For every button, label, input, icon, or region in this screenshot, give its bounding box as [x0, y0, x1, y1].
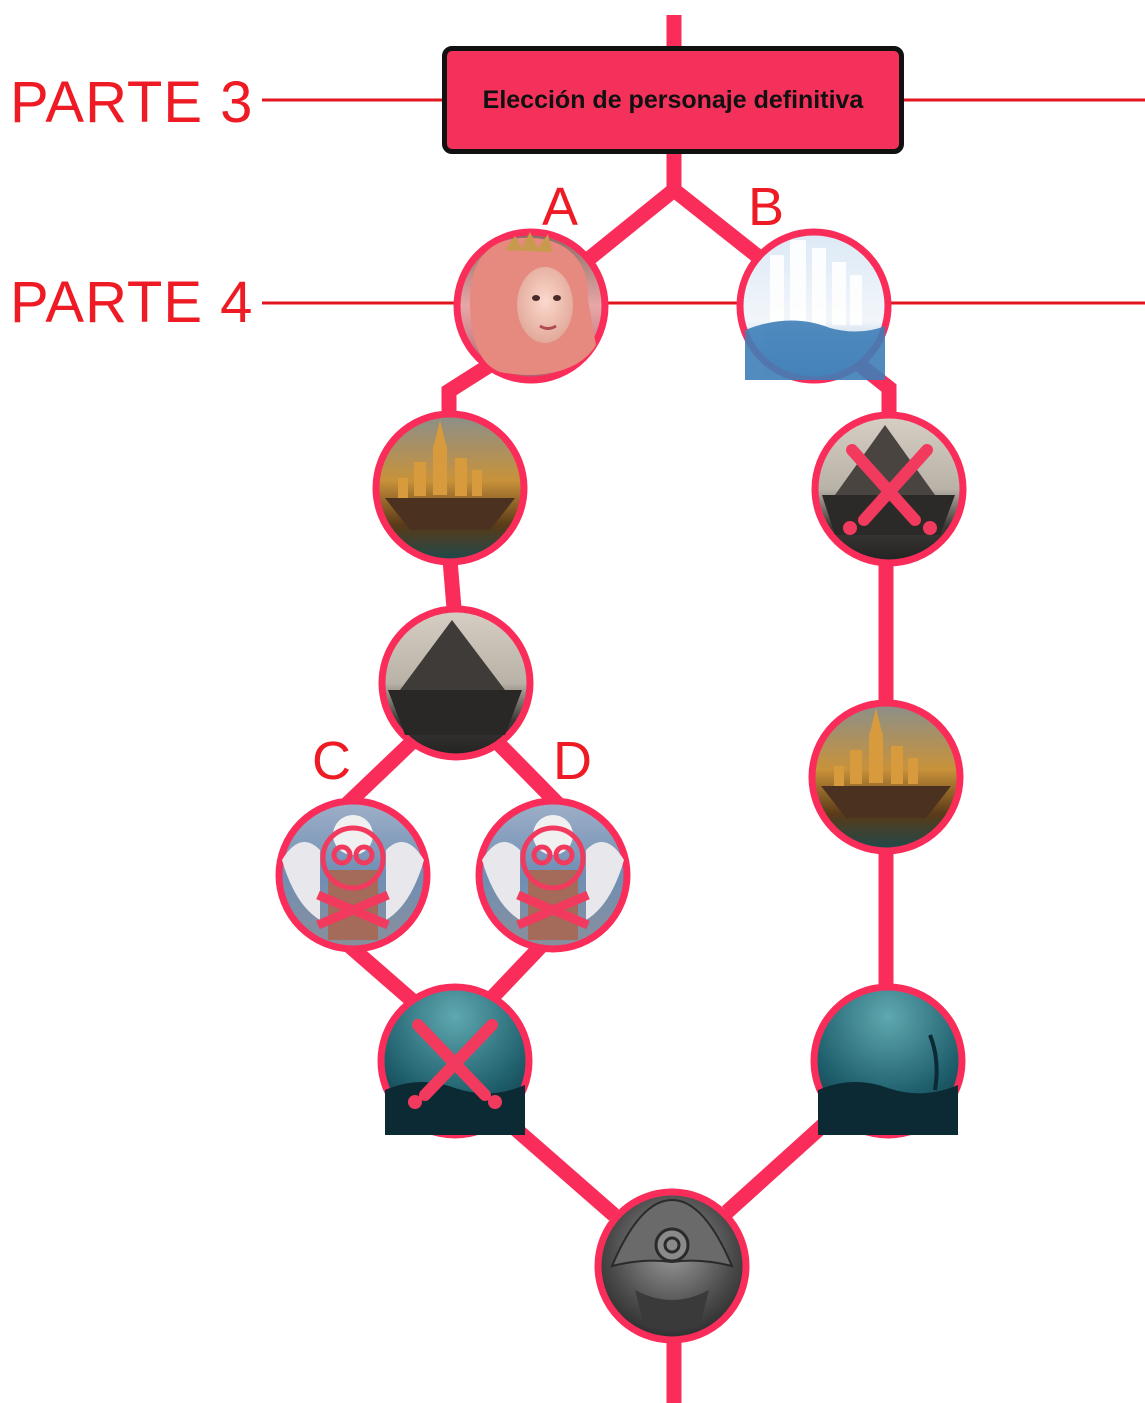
node-volcano-a[interactable]	[378, 605, 534, 761]
crossed-swords-icon	[843, 444, 937, 535]
node-elf-woman[interactable]	[453, 228, 609, 384]
portrait-elf-woman-image	[470, 232, 596, 375]
part-label-3: PARTE 3	[10, 70, 254, 135]
branch-label-d: D	[553, 731, 592, 791]
dark-shell-emblem-image	[610, 1198, 734, 1330]
skull-crossbones-icon	[516, 825, 590, 930]
node-winged-knight-d[interactable]	[475, 797, 631, 953]
branch-label-a: A	[542, 177, 579, 237]
path-volcano-to-d	[491, 736, 566, 812]
node-volcano-battle[interactable]	[811, 411, 967, 567]
node-golden-castle-b[interactable]	[808, 699, 964, 855]
node-underwater-battle[interactable]	[377, 983, 533, 1139]
timeline-lines	[262, 98, 1145, 305]
decision-box[interactable]: Elección de personaje definitiva	[442, 46, 904, 154]
path-d-to-underwater	[481, 936, 551, 1009]
underwater-ruins-image	[818, 1034, 958, 1135]
branch-label-b: B	[748, 177, 785, 237]
path-volcano-to-c	[339, 736, 418, 812]
crossed-swords-icon	[408, 1019, 502, 1109]
node-dark-emblem[interactable]	[594, 1188, 750, 1344]
decision-title: Elección de personaje definitiva	[482, 85, 864, 114]
node-underwater-b[interactable]	[810, 983, 966, 1139]
part-label-4: PARTE 4	[10, 270, 254, 335]
volcano-image	[388, 620, 522, 735]
branch-label-c: C	[312, 731, 351, 791]
ice-city-image	[745, 240, 885, 380]
node-ice-city[interactable]	[736, 228, 892, 384]
path-to-b	[669, 184, 775, 272]
golden-castle-image	[821, 708, 951, 818]
path-underwater-to-emblem	[505, 1118, 619, 1221]
path-to-a	[575, 184, 679, 272]
skull-crossbones-icon	[316, 825, 390, 930]
node-winged-knight-c[interactable]	[275, 797, 431, 953]
node-golden-castle-a[interactable]	[372, 410, 528, 566]
golden-castle-image	[385, 420, 515, 530]
